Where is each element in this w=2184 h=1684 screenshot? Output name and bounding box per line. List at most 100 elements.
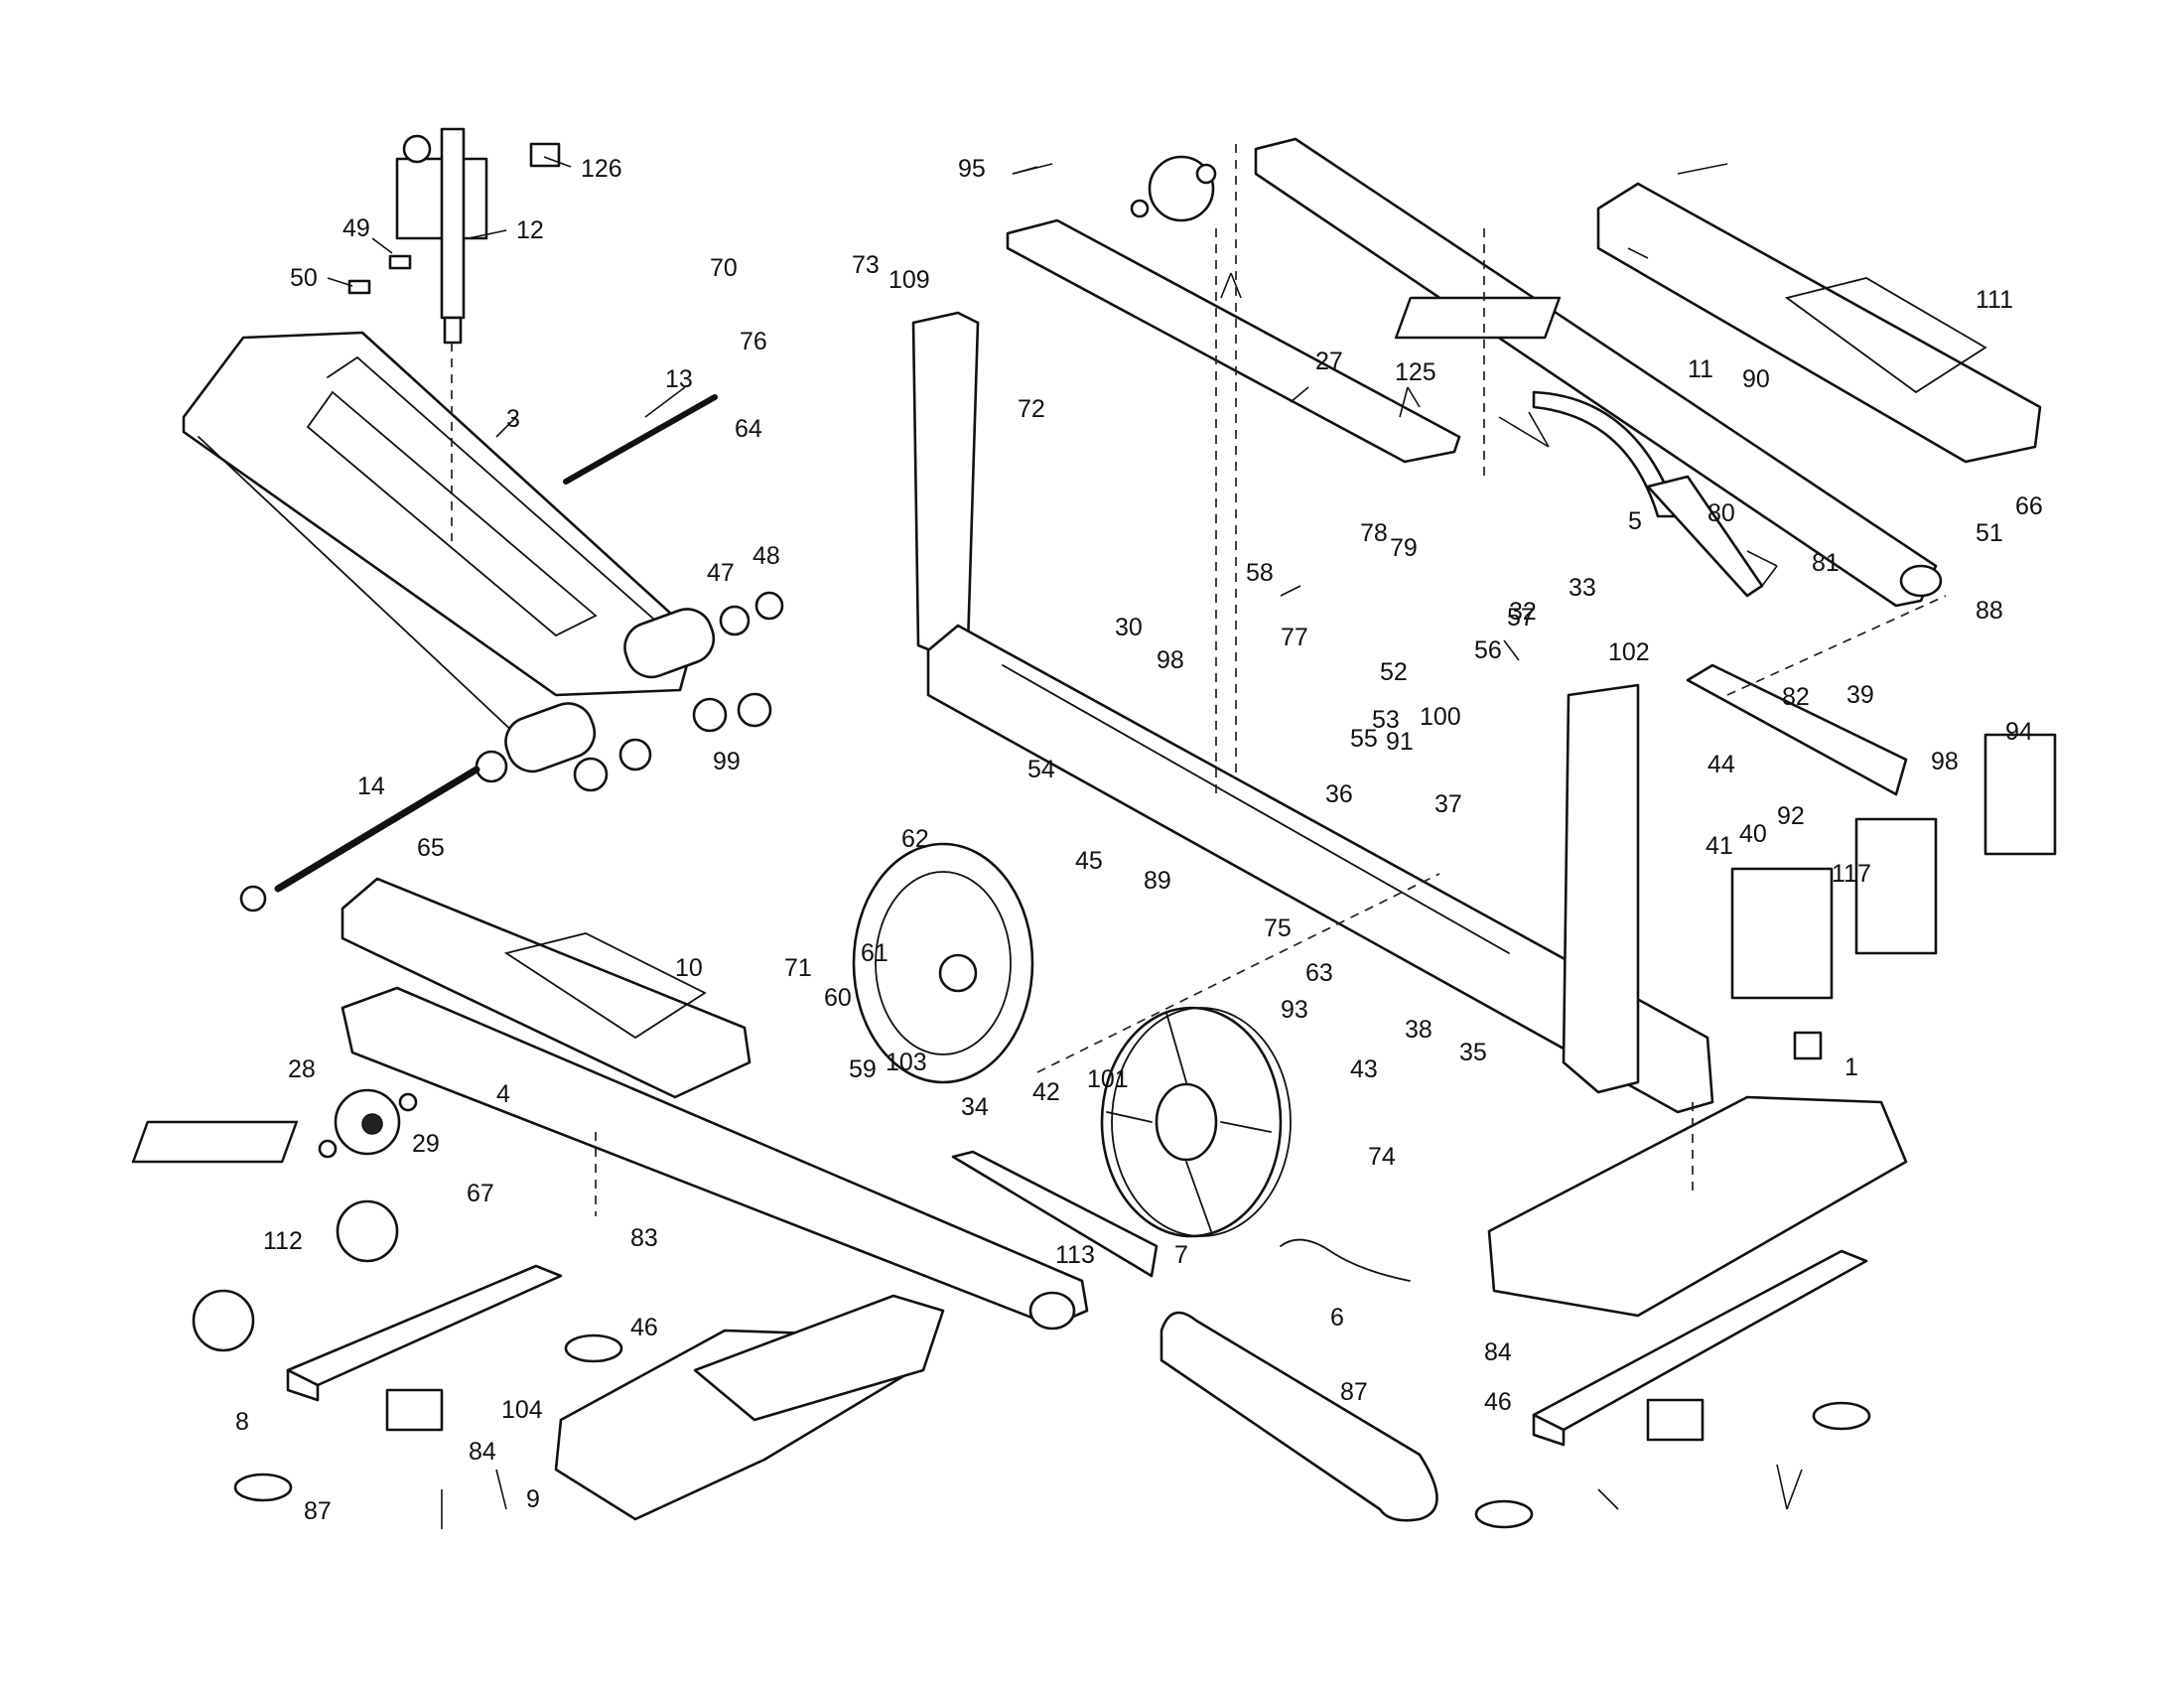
part-label: 50 [290, 264, 318, 292]
part-label: 83 [630, 1224, 658, 1252]
wheel-28-left-hub [361, 1113, 383, 1135]
part-label: 35 [1459, 1039, 1487, 1066]
part-label: 98 [1157, 646, 1184, 674]
incline-motor-assembly [395, 127, 488, 345]
foot-46-left-a [233, 1473, 293, 1502]
part-label: 63 [1305, 959, 1333, 987]
part-label: 91 [1386, 728, 1414, 756]
part-label: 61 [861, 939, 888, 967]
upright-post [911, 311, 980, 657]
flywheel-36 [852, 842, 1034, 1084]
part-label: 94 [2005, 718, 2033, 746]
leader-lines [327, 156, 1803, 1529]
part-label: 51 [1976, 519, 2003, 547]
part-label: 40 [1739, 820, 1767, 848]
part-label: 90 [1742, 365, 1770, 393]
main-frame-1 [926, 624, 1714, 1114]
part-label: 6 [1330, 1304, 1344, 1332]
part-label: 73 [852, 251, 880, 279]
part-label: 44 [1707, 751, 1735, 778]
clip-117 [1793, 1031, 1823, 1060]
part-label: 104 [501, 1396, 543, 1424]
part-label: 27 [1315, 348, 1343, 375]
part-label: 88 [1976, 597, 2003, 625]
roller-tube-lower [504, 702, 597, 773]
foot-46-left-b [564, 1333, 623, 1363]
part-label: 56 [1474, 636, 1502, 664]
part-label: 77 [1281, 624, 1308, 651]
pedal-right [1596, 182, 2042, 464]
wheel-112-b [336, 1199, 399, 1263]
assembly-line [1726, 595, 1947, 696]
bearing-47-d [475, 750, 508, 783]
part-label: 47 [707, 559, 735, 587]
bearing-99-a [692, 697, 728, 733]
bearing-47-c [573, 757, 609, 792]
part-label: 41 [1706, 832, 1733, 860]
part-label: 117 [1832, 860, 1871, 888]
part-label: 36 [1325, 780, 1353, 808]
part-label: 3 [506, 405, 520, 433]
part-label: 52 [1380, 658, 1408, 686]
part-label: 14 [357, 772, 385, 800]
part-label: 65 [417, 834, 445, 862]
part-label: 55 [1350, 725, 1378, 753]
part-label: 112 [263, 1227, 303, 1255]
part-label: 7 [1174, 1241, 1188, 1269]
part-label: 33 [1569, 574, 1596, 602]
part-label: 100 [1420, 703, 1461, 731]
part-label: 111 [1976, 286, 2013, 314]
part-label: 62 [901, 825, 929, 853]
part-label: 84 [469, 1438, 496, 1466]
part-label: 76 [740, 328, 767, 355]
part-label: 54 [1027, 756, 1055, 783]
axle-14 [274, 766, 480, 893]
part-label: 125 [1395, 358, 1436, 386]
part-label: 87 [304, 1497, 332, 1525]
board-40 [1854, 817, 1938, 955]
part-label: 9 [526, 1485, 540, 1513]
part-label: 1 [1844, 1053, 1858, 1081]
nut-29-left-a [318, 1139, 338, 1159]
part-label: 95 [958, 155, 986, 183]
wheel-112-a [192, 1289, 255, 1352]
bearing-99-b [618, 738, 652, 772]
part-label: 12 [516, 216, 544, 244]
part-label: 126 [581, 155, 622, 183]
part-label: 98 [1931, 748, 1959, 775]
part-label: 89 [1144, 867, 1171, 895]
pedal-left [341, 877, 751, 1099]
part-label: 10 [675, 954, 703, 982]
part-label: 46 [630, 1314, 658, 1341]
part-label: 43 [1350, 1055, 1378, 1083]
part-label: 53 [1372, 706, 1400, 734]
part-label: 82 [1782, 683, 1810, 711]
nut-29-upper-b [1130, 199, 1150, 218]
plate-104-right [1646, 1398, 1705, 1442]
part-label: 57 [1507, 604, 1535, 632]
part-label: 109 [888, 266, 930, 294]
controller-39 [1983, 733, 2057, 856]
part-label: 72 [1018, 395, 1045, 423]
rail-27 [1006, 218, 1461, 464]
part-label: 39 [1846, 681, 1874, 709]
part-label: 103 [886, 1049, 927, 1076]
part-label: 80 [1707, 499, 1735, 527]
part-label: 8 [235, 1408, 249, 1436]
part-label: 93 [1281, 996, 1308, 1024]
part-label: 101 [1087, 1065, 1129, 1093]
part-label: 29 [412, 1130, 440, 1158]
clip-50 [347, 279, 371, 295]
clip-49 [388, 254, 412, 270]
pedal-arm-left [341, 986, 1089, 1331]
pulley-38 [1100, 1006, 1292, 1238]
part-label: 79 [1390, 534, 1418, 562]
part-label: 84 [1484, 1338, 1512, 1366]
part-label: 78 [1360, 519, 1388, 547]
part-label: 59 [849, 1055, 877, 1083]
part-label: 64 [735, 415, 762, 443]
part-label: 5 [1628, 507, 1642, 535]
belt-113 [1160, 1311, 1438, 1522]
bracket-126 [529, 142, 561, 168]
part-label: 87 [1340, 1378, 1368, 1406]
